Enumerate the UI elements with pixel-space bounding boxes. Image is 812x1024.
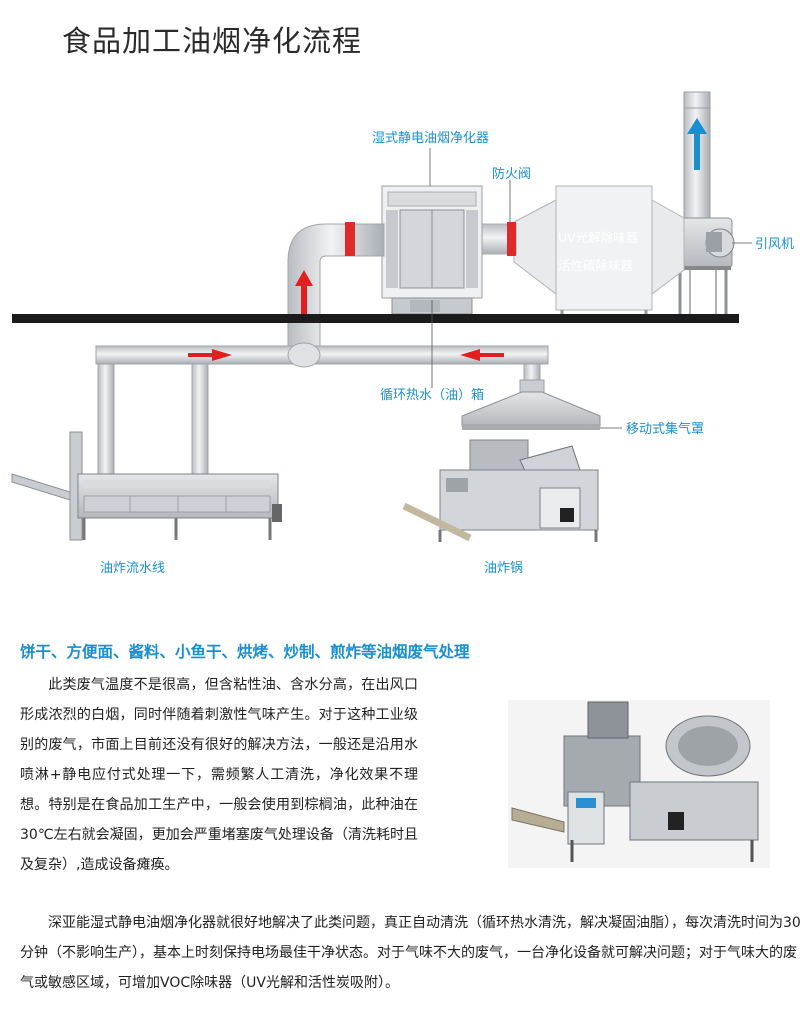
page-title: 食品加工油烟净化流程 (62, 24, 363, 58)
label-fire-valve: 防火阀 (492, 166, 531, 182)
paragraph-problem: 此类废气温度不是很高，但含粘性油、含水分高，在出风口形成浓烈的白烟，同时伴随着刺… (20, 670, 418, 880)
label-hood: 移动式集气罩 (626, 421, 704, 437)
fryer-photo (508, 700, 770, 868)
fryer-line (11, 431, 282, 541)
duct-up-arrow (295, 270, 313, 316)
mobile-hood (461, 391, 601, 430)
label-uv: UV光解除味器 (558, 230, 639, 245)
wet-esp-purifier (381, 185, 483, 315)
label-fryer-line: 油炸流水线 (100, 561, 165, 576)
paragraph-solution-text: 深亚能湿式静电油烟净化器就很好地解决了此类问题，真正自动清洗（循环热水清洗，解决… (20, 915, 801, 991)
right-flow-arrow (188, 349, 232, 361)
fryer (402, 439, 599, 542)
section-heading: 饼干、方便面、酱料、小鱼干、烘烤、炒制、煎炸等油烟废气处理 (20, 643, 470, 661)
label-purifier: 湿式静电油烟净化器 (372, 131, 489, 146)
label-carbon: 活性碳除味器 (558, 258, 634, 273)
label-fryer: 油炸锅 (484, 560, 523, 576)
collection-duct (95, 345, 549, 365)
fire-damper (507, 222, 516, 256)
label-tank: 循环热水（油）箱 (380, 387, 484, 403)
paragraph-solution: 深亚能湿式静电油烟净化器就很好地解决了此类问题，真正自动清洗（循环热水清洗，解决… (20, 908, 802, 998)
paragraph-problem-text: 此类废气温度不是很高，但含粘性油、含水分高，在出风口形成浓烈的白烟，同时伴随着刺… (20, 677, 418, 873)
induced-draft-fan (671, 217, 735, 318)
stack-up-arrow (687, 118, 707, 170)
process-diagram: 湿式静电油烟净化器 防火阀 UV光解除味器 活性碳除味器 引风机 循环热水（油）… (11, 91, 794, 576)
floor-slab (12, 314, 739, 323)
label-fan: 引风机 (755, 237, 794, 252)
uv-carbon-deodorizer (513, 185, 685, 318)
left-flow-arrow (460, 349, 504, 361)
